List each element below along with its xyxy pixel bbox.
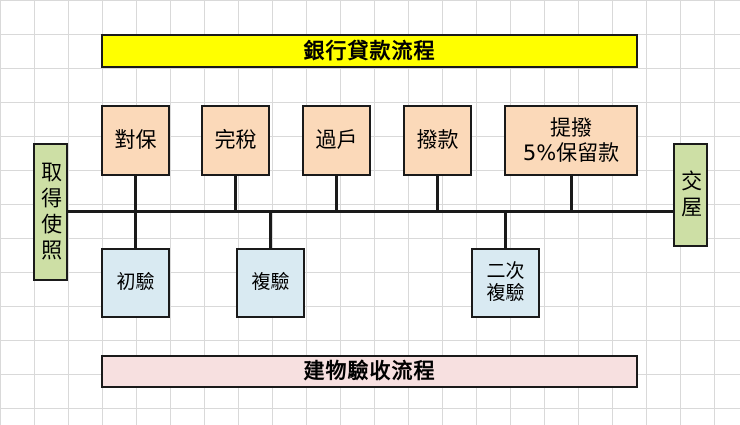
inspection-box-erci-fuyan-line1: 二次 xyxy=(486,260,525,283)
connector-chuyan xyxy=(134,211,137,249)
connector-erci-fuyan xyxy=(504,211,507,249)
banner-building-acceptance-process: 建物驗收流程 xyxy=(101,355,638,388)
connector-tibo xyxy=(570,176,573,211)
phase-box-tibo-retention: 提撥 5%保留款 xyxy=(504,105,638,176)
connector-fuyan xyxy=(269,211,272,249)
phase-box-duibao: 對保 xyxy=(101,105,170,176)
inspection-box-chuyan: 初驗 xyxy=(101,248,170,318)
connector-bokuan xyxy=(436,176,439,211)
phase-box-tibo-line1: 提撥 xyxy=(550,116,592,141)
phase-box-bokuan: 撥款 xyxy=(403,105,472,176)
terminal-end-handover: 交屋 xyxy=(673,143,708,247)
inspection-box-erci-fuyan: 二次 複驗 xyxy=(471,248,540,318)
inspection-box-chuyan-line1: 初驗 xyxy=(116,271,155,294)
banner-bank-loan-process: 銀行貸款流程 xyxy=(101,34,638,68)
inspection-box-fuyan-line1: 複驗 xyxy=(251,271,290,294)
phase-box-guohu: 過戶 xyxy=(302,105,371,176)
terminal-start-obtain-permit: 取得使照 xyxy=(33,143,68,281)
connector-duibao xyxy=(134,176,137,211)
main-horizontal-connector xyxy=(66,210,676,213)
phase-box-wanshui: 完稅 xyxy=(201,105,270,176)
inspection-box-fuyan: 複驗 xyxy=(236,248,305,318)
connector-wanshui xyxy=(234,176,237,211)
inspection-box-erci-fuyan-line2: 複驗 xyxy=(486,282,525,304)
connector-guohu xyxy=(335,176,338,211)
phase-box-tibo-line2: 5%保留款 xyxy=(522,140,620,165)
